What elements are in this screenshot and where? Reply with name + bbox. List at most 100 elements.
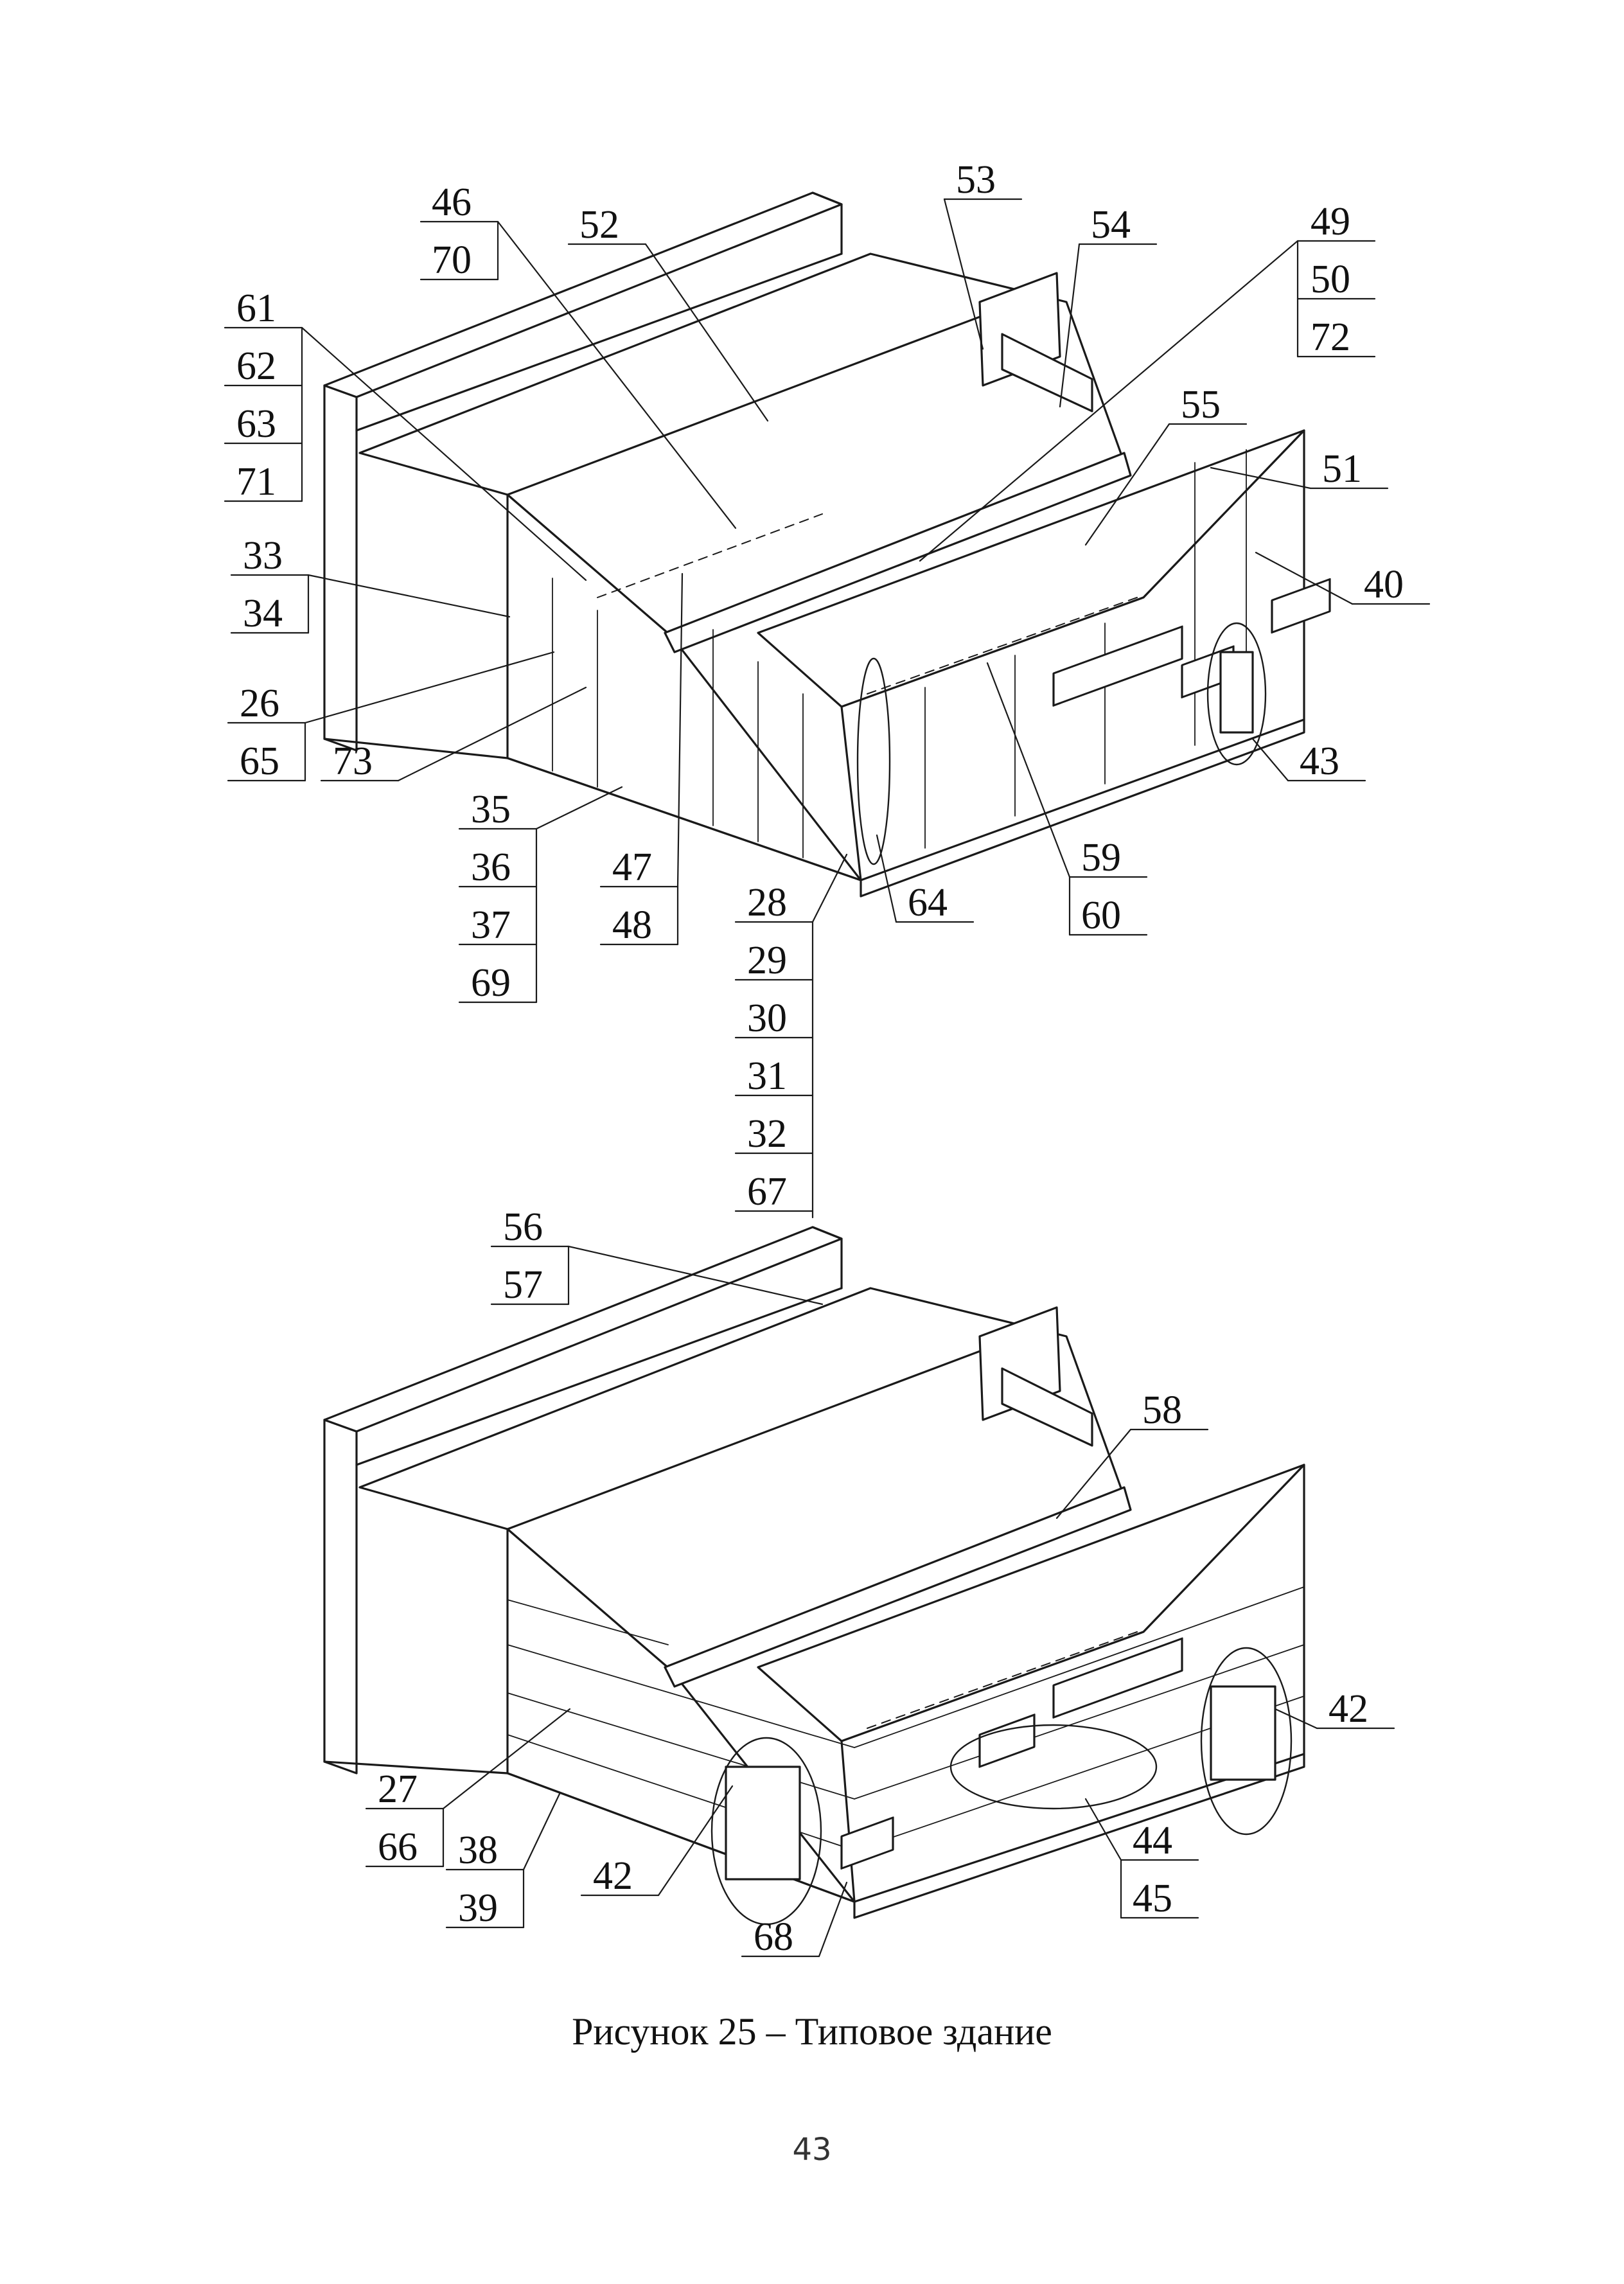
- label-62: 62: [236, 344, 276, 388]
- leader-line: [876, 834, 897, 923]
- label-38: 38: [458, 1828, 498, 1872]
- label-53: 53: [956, 158, 996, 202]
- label-45: 45: [1133, 1877, 1172, 1920]
- top-building: [323, 191, 1331, 898]
- bottom-parapet-inner-edge: [355, 1287, 843, 1466]
- label-56: 56: [503, 1205, 543, 1249]
- top-left-wall-face: [323, 384, 358, 752]
- callout-ellipse: [1206, 622, 1267, 766]
- label-73: 73: [333, 739, 373, 783]
- leader-line: [919, 240, 1299, 562]
- label-42-right: 42: [1328, 1687, 1368, 1731]
- bottom-hood-roof: [664, 1486, 1132, 1688]
- label-33: 33: [243, 534, 283, 578]
- leader-line: [567, 1245, 824, 1306]
- siding-line: [507, 1644, 855, 1748]
- top-left-wall-top-edge: [811, 191, 843, 255]
- leader-line: [497, 220, 737, 529]
- label-67: 67: [747, 1170, 787, 1214]
- window-band: [1052, 625, 1183, 707]
- top-right-wall-bottom: [860, 718, 1305, 898]
- label-32: 32: [747, 1112, 787, 1156]
- label-54: 54: [1091, 203, 1131, 247]
- bottom-chimney-arm: [1001, 1367, 1093, 1447]
- label-64: 64: [908, 881, 948, 925]
- label-59: 59: [1081, 836, 1121, 880]
- top-rear-wall-vertical: [323, 738, 509, 759]
- siding-line: [507, 1599, 669, 1645]
- gate: [725, 1766, 801, 1881]
- callout-ellipse: [710, 1737, 822, 1925]
- label-39: 39: [458, 1886, 498, 1930]
- bottom-right-wall-bottom: [853, 1753, 1305, 1919]
- door: [1219, 651, 1254, 734]
- top-gable-wall-base: [506, 757, 862, 881]
- label-26: 26: [240, 682, 279, 725]
- label-47: 47: [612, 845, 652, 889]
- top-parapet-inner-edge: [355, 252, 843, 432]
- label-49: 49: [1311, 200, 1350, 243]
- leader-line: [522, 1791, 561, 1871]
- labels: 46 70 52 53 54 49 50 72 61 62 63 71: [224, 158, 1431, 1959]
- roof-dashed-line: [867, 1631, 1138, 1729]
- leader-line: [307, 574, 511, 618]
- top-right-gable-wall: [840, 429, 1305, 881]
- siding-line: [854, 1586, 1305, 1748]
- roof-dashed-line: [597, 513, 823, 598]
- label-51: 51: [1322, 447, 1362, 491]
- label-68: 68: [754, 1915, 793, 1959]
- bottom-building: [323, 1226, 1305, 1925]
- label-70: 70: [432, 238, 472, 282]
- leader-line: [1059, 243, 1081, 408]
- leader-line: [535, 786, 623, 830]
- callout-ellipse: [856, 657, 891, 865]
- leader-line: [304, 651, 555, 724]
- label-57: 57: [503, 1263, 543, 1307]
- label-48: 48: [612, 903, 652, 947]
- leader-line: [1055, 1428, 1132, 1519]
- top-hood-roof: [664, 452, 1132, 653]
- label-55: 55: [1181, 383, 1221, 427]
- label-50: 50: [1311, 258, 1350, 301]
- label-29: 29: [747, 939, 787, 982]
- leader-line: [811, 853, 848, 923]
- label-63: 63: [236, 402, 276, 446]
- callout-ellipse: [1200, 1647, 1293, 1836]
- leader-line: [676, 572, 684, 888]
- label-61: 61: [236, 287, 276, 330]
- label-42-left: 42: [593, 1854, 633, 1898]
- leader-line: [818, 1881, 848, 1958]
- label-72: 72: [1311, 315, 1350, 359]
- label-40: 40: [1364, 563, 1404, 606]
- window: [1271, 578, 1331, 634]
- label-65: 65: [240, 739, 279, 783]
- leader-line: [1251, 738, 1289, 782]
- label-28: 28: [747, 881, 787, 925]
- bottom-roof-ridge: [506, 1341, 1003, 1530]
- leader-line: [644, 243, 769, 422]
- label-58: 58: [1142, 1388, 1182, 1432]
- gate: [1210, 1685, 1276, 1781]
- label-27: 27: [378, 1767, 418, 1811]
- leader-line: [442, 1708, 571, 1810]
- leader-line: [301, 326, 587, 581]
- label-37: 37: [471, 903, 511, 947]
- label-31: 31: [747, 1054, 787, 1098]
- figure-caption: Рисунок 25 – Типовое здание: [572, 2010, 1052, 2053]
- leader-line: [986, 662, 1071, 878]
- label-34: 34: [243, 592, 283, 635]
- roof-dashed-line: [867, 597, 1138, 695]
- leader-line: [1084, 1798, 1122, 1861]
- leader-line: [1274, 1708, 1318, 1730]
- bottom-left-wall-top-edge: [811, 1226, 843, 1289]
- bottom-left-wall-face: [323, 1419, 358, 1775]
- bottom-rear-wall-vertical: [323, 1760, 509, 1775]
- leader-line: [397, 686, 587, 782]
- callout-ellipse: [949, 1724, 1158, 1810]
- label-36: 36: [471, 845, 511, 889]
- top-chimney-arm: [1001, 333, 1093, 412]
- siding-line: [854, 1644, 1305, 1800]
- label-43: 43: [1300, 739, 1339, 783]
- label-71: 71: [236, 460, 276, 504]
